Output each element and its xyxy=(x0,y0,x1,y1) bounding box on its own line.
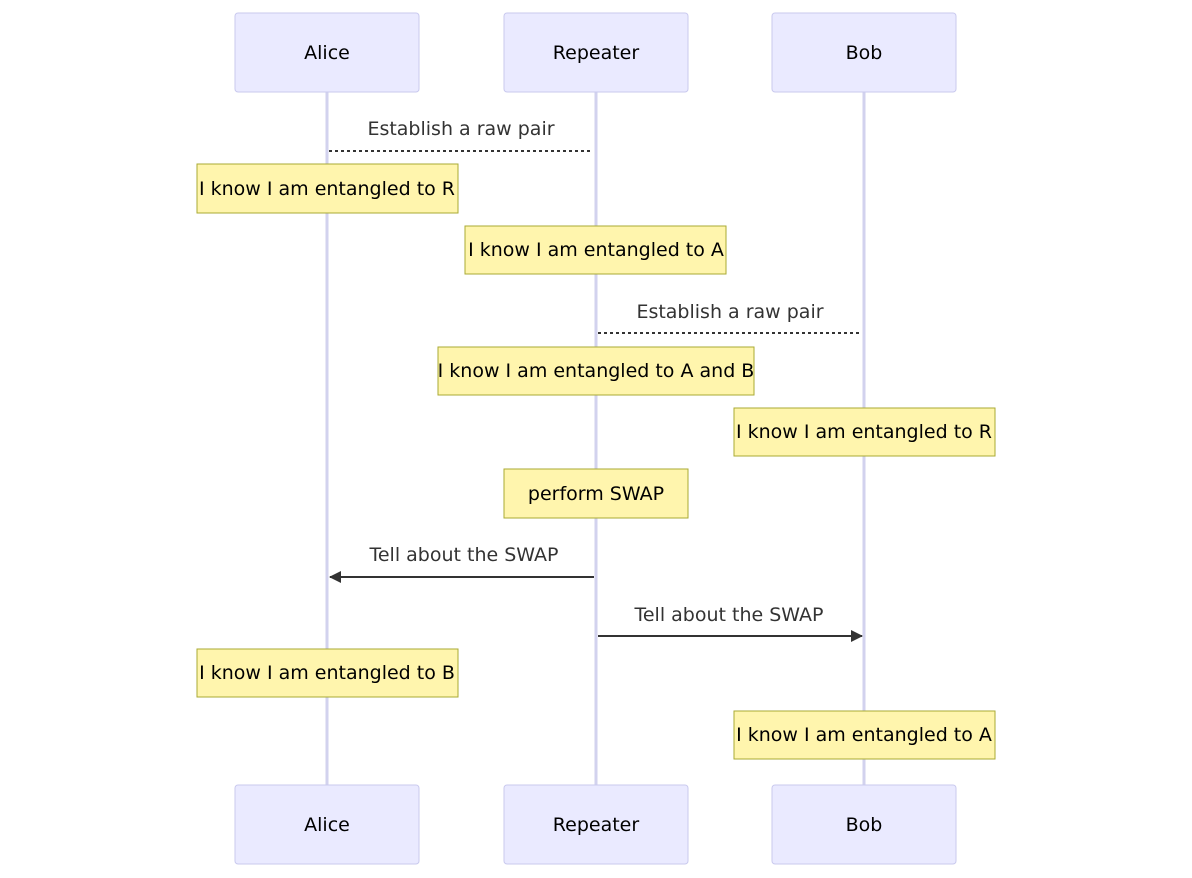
message-label: Establish a raw pair xyxy=(636,301,823,323)
note-bob-entangled-r: I know I am entangled to R xyxy=(733,407,996,457)
actor-bob-top: Bob xyxy=(771,12,957,93)
actor-label: Alice xyxy=(304,42,350,64)
actor-repeater-top: Repeater xyxy=(503,12,689,93)
message-alice-repeater-raw-pair: Establish a raw pair xyxy=(329,118,593,152)
actor-bob-bottom: Bob xyxy=(771,784,957,865)
note-text: I know I am entangled to R xyxy=(199,178,455,200)
note-text: I know I am entangled to R xyxy=(736,421,992,443)
note-bob-entangled-a: I know I am entangled to A xyxy=(733,710,996,760)
message-repeater-bob-raw-pair: Establish a raw pair xyxy=(598,301,861,334)
note-alice-entangled-b: I know I am entangled to B xyxy=(196,648,459,698)
note-alice-entangled-r: I know I am entangled to R xyxy=(196,163,459,214)
actor-alice-bottom: Alice xyxy=(234,784,420,865)
note-text: I know I am entangled to A xyxy=(736,724,992,746)
actor-label: Repeater xyxy=(553,814,640,836)
note-repeater-entangled-a-and-b: I know I am entangled to A and B xyxy=(437,346,755,396)
actor-label: Alice xyxy=(304,814,350,836)
message-repeater-alice-swap: Tell about the SWAP xyxy=(329,544,594,583)
message-label: Establish a raw pair xyxy=(367,118,554,140)
actor-alice-top: Alice xyxy=(234,12,420,93)
note-perform-swap: perform SWAP xyxy=(503,468,689,519)
actor-repeater-bottom: Repeater xyxy=(503,784,689,865)
note-text: perform SWAP xyxy=(528,483,664,505)
message-label: Tell about the SWAP xyxy=(368,544,558,566)
message-label: Tell about the SWAP xyxy=(633,604,823,626)
actor-label: Repeater xyxy=(553,42,640,64)
actor-label: Bob xyxy=(846,814,883,836)
note-text: I know I am entangled to B xyxy=(199,662,455,684)
note-text: I know I am entangled to A and B xyxy=(438,360,755,382)
actor-label: Bob xyxy=(846,42,883,64)
note-text: I know I am entangled to A xyxy=(468,239,724,261)
message-repeater-bob-swap: Tell about the SWAP xyxy=(598,604,863,642)
note-repeater-entangled-a: I know I am entangled to A xyxy=(464,225,727,275)
